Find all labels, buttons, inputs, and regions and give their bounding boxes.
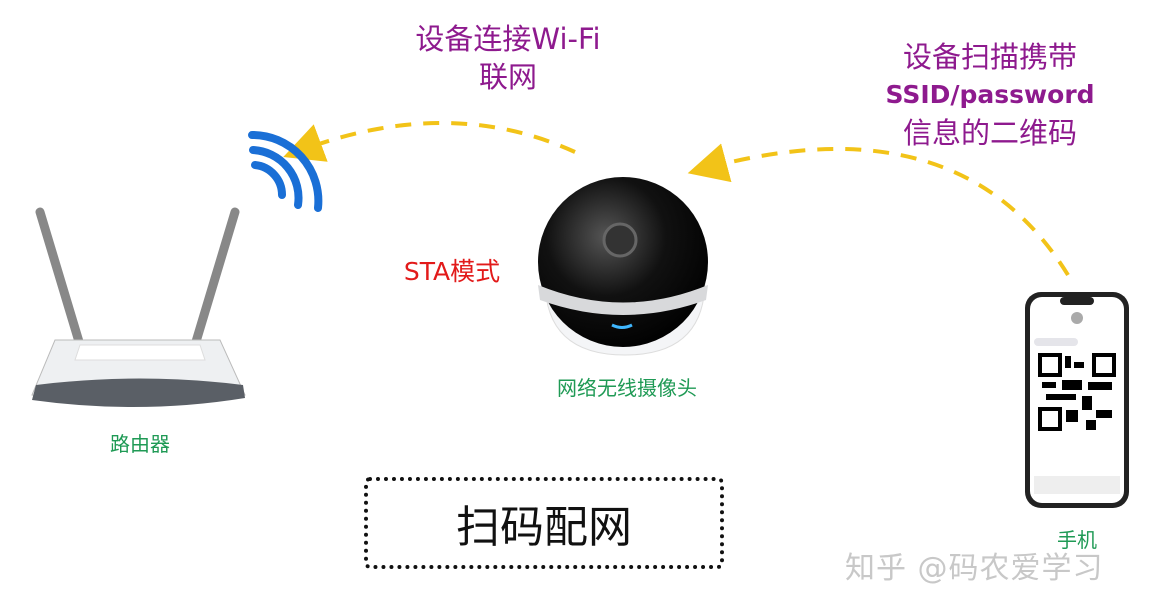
router-image: [31, 207, 246, 408]
watermark: 知乎 @码农爱学习: [845, 551, 1104, 586]
connect-wifi-label: 设备连接Wi-Fi 联网: [415, 20, 600, 96]
router-label: 路由器: [110, 432, 170, 456]
wifi-icon: [248, 130, 323, 212]
label-line: SSID/password: [885, 80, 1095, 109]
box-title: 扫码配网: [456, 502, 632, 553]
camera-label: 网络无线摄像头: [557, 376, 697, 400]
arrow-camera-to-router: [283, 121, 576, 162]
label-line: 信息的二维码: [902, 116, 1078, 150]
qr-code-icon: [1037, 352, 1117, 432]
phone-label: 手机: [1057, 528, 1097, 552]
label-line: 设备连接Wi-Fi: [415, 22, 601, 56]
label-line: 联网: [478, 60, 537, 94]
camera-image: [538, 177, 708, 356]
scan-config-box: 扫码配网: [364, 477, 724, 569]
arrow-phone-to-camera: [687, 143, 1070, 277]
label-line: 设备扫描携带: [902, 40, 1078, 74]
sta-mode-label: STA模式: [403, 257, 501, 286]
scan-qr-label: 设备扫描携带 SSID/password 信息的二维码: [885, 38, 1094, 152]
phone-image: [1025, 292, 1129, 508]
